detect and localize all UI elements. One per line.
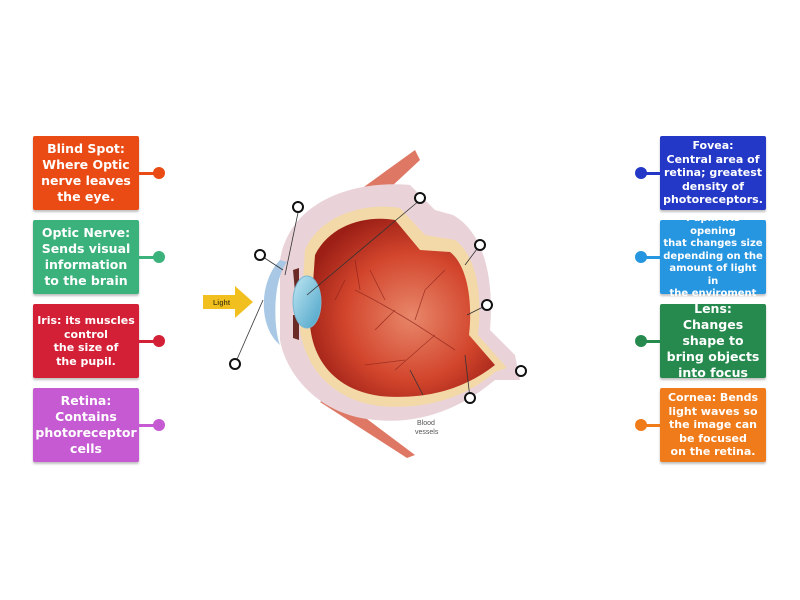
vitreous-chamber [310,218,495,397]
lens [292,275,322,329]
connector [139,424,159,427]
label-lens[interactable]: Lens: Changes shape to bring objects int… [660,301,766,380]
connector [641,340,661,343]
connector-dot [635,419,647,431]
drop-pin[interactable] [254,249,266,261]
connector-dot [153,167,165,179]
connector-dot [153,251,165,263]
cornea [263,260,287,345]
connector-dot [635,335,647,347]
drop-pin[interactable] [474,239,486,251]
light-label: Light [213,300,231,307]
drop-pin[interactable] [414,192,426,204]
label-pupil[interactable]: Pupil: Iris opening that changes size de… [660,213,766,299]
label-cornea[interactable]: Cornea: Bends light waves so the image c… [660,388,766,462]
blood-vessels [334,259,456,371]
connector-dot [153,335,165,347]
drop-pin[interactable] [481,299,493,311]
light-arrow-icon [203,286,253,318]
connector [139,340,159,343]
connector-dot [635,251,647,263]
eye-diagram: Light Blood vessels [203,150,520,458]
drop-pin[interactable] [229,358,241,370]
connector [641,424,661,427]
connector-dot [635,167,647,179]
drop-pin[interactable] [464,392,476,404]
label-blind-spot[interactable]: Blind Spot: Where Optic nerve leaves the… [33,136,139,210]
connector [139,256,159,259]
drop-pin[interactable] [292,201,304,213]
blood-vessels-label: Blood vessels [415,420,439,436]
label-fovea[interactable]: Fovea: Central area of retina; greatest … [660,136,766,210]
connector-dot [153,419,165,431]
connector [641,172,661,175]
drop-pin[interactable] [515,365,527,377]
connector [641,256,661,259]
connector [139,172,159,175]
label-optic-nerve[interactable]: Optic Nerve: Sends visual information to… [33,220,139,294]
label-iris[interactable]: Iris: its muscles control the size of th… [33,304,139,378]
label-retina[interactable]: Retina: Contains photoreceptor cells [33,388,139,462]
